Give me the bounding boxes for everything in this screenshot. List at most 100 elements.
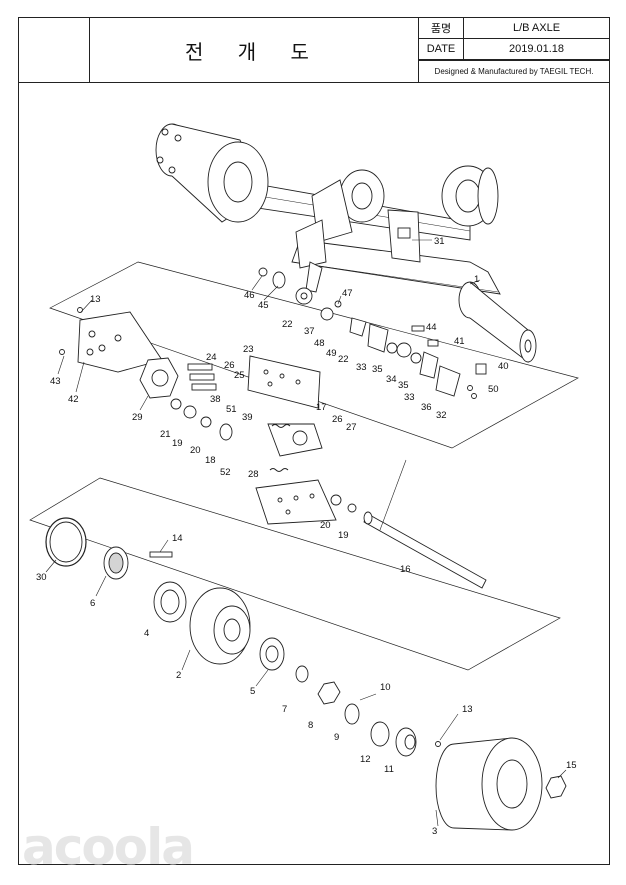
camshaft-bushings [170, 398, 233, 441]
callout: 49 [326, 348, 337, 359]
callout: 39 [242, 412, 253, 423]
brake-drum-right [441, 165, 499, 227]
screw-43 [59, 349, 65, 355]
callout: 16 [400, 564, 411, 575]
date-value: 2019.01.18 [463, 38, 610, 60]
callout: 32 [436, 410, 447, 421]
wheel-stud [149, 551, 173, 558]
callout: 3 [432, 826, 437, 837]
callout: 42 [68, 394, 79, 405]
callout: 24 [206, 352, 217, 363]
callout: 13 [90, 294, 101, 305]
washer-20-lower [330, 494, 342, 506]
callout: 8 [308, 720, 313, 731]
callout: 37 [304, 326, 315, 337]
callout: 20 [320, 520, 331, 531]
maker-credit: Designed & Manufactured by TAEGIL TECH. [418, 60, 610, 83]
mounting-bracket [387, 209, 421, 263]
callout: 20 [190, 445, 201, 456]
springs [269, 424, 291, 472]
screw-13-top [77, 307, 83, 313]
oil-seal-ring [45, 517, 87, 567]
inner-bearing [153, 581, 187, 623]
callout: 18 [205, 455, 216, 466]
callout: 25 [234, 370, 245, 381]
anchor-pins [187, 363, 217, 391]
callout: 11 [384, 764, 394, 775]
spindle-end [458, 281, 537, 363]
callout: 43 [50, 376, 61, 387]
callout: 1 [474, 274, 479, 285]
callout: 5 [250, 686, 255, 697]
lock-washer-9 [344, 703, 360, 725]
callout: 7 [282, 704, 287, 715]
callout: 45 [258, 300, 269, 311]
callout: 30 [36, 572, 47, 583]
small-hardware-top [258, 267, 487, 399]
callout: 26 [332, 414, 343, 425]
camshaft-bracket [267, 423, 323, 457]
callout: 15 [566, 760, 577, 771]
brake-drum-left [155, 123, 269, 223]
dust-shield [77, 311, 163, 373]
wheel-hub [189, 587, 251, 665]
nut-8 [317, 681, 341, 705]
drawing-title: 전 개 도 [89, 17, 419, 83]
callout: 36 [421, 402, 432, 413]
callout: 44 [426, 322, 437, 333]
brake-shoe-lower [255, 479, 337, 525]
callout: 23 [243, 344, 254, 355]
callout: 52 [220, 467, 231, 478]
callout: 35 [398, 380, 409, 391]
gasket-12 [370, 721, 390, 747]
callout: 50 [488, 384, 499, 395]
plane-upper [49, 261, 579, 449]
callout: 33 [356, 362, 367, 373]
callout: 6 [90, 598, 95, 609]
bolt-13-lower [435, 741, 441, 747]
hub-cap-11 [395, 727, 417, 757]
callout: 14 [172, 533, 183, 544]
callout: 9 [334, 732, 339, 743]
brake-drum-3 [435, 737, 543, 831]
brake-chamber-assembly [295, 169, 385, 293]
callout: 33 [404, 392, 415, 403]
callout: 27 [346, 422, 357, 433]
callout: 10 [380, 682, 391, 693]
spider-plate [139, 357, 179, 399]
callout: 22 [282, 319, 293, 330]
washer-19-lower [347, 503, 357, 513]
callout: 34 [386, 374, 397, 385]
callout: 41 [454, 336, 465, 347]
callout: 4 [144, 628, 149, 639]
callout: 48 [314, 338, 325, 349]
callout: 22 [338, 354, 349, 365]
callout: 40 [498, 361, 509, 372]
plane-middle [29, 477, 561, 671]
callout: 2 [176, 670, 181, 681]
callout: 26 [224, 360, 235, 371]
callout: 35 [372, 364, 383, 375]
callout: 19 [338, 530, 349, 541]
callout: 29 [132, 412, 143, 423]
callout: 12 [360, 754, 371, 765]
callout: 31 [434, 236, 445, 247]
leader-lines [45, 239, 567, 827]
callout: 17 [316, 402, 327, 413]
callout: 38 [210, 394, 221, 405]
wheel-nut-15 [545, 775, 567, 799]
watermark-logo: acoola [22, 818, 195, 876]
callout: 51 [226, 404, 237, 415]
callout: 46 [244, 290, 255, 301]
outer-bearing [259, 637, 285, 671]
callout: 47 [342, 288, 353, 299]
slack-adjuster [295, 287, 313, 305]
brake-shoe-upper [247, 355, 321, 409]
callout: 21 [160, 429, 171, 440]
camshaft [363, 511, 487, 589]
callout: 13 [462, 704, 473, 715]
callout: 19 [172, 438, 183, 449]
callout-labels: 1 31 46 45 47 22 37 48 49 22 44 41 40 33… [36, 236, 577, 837]
